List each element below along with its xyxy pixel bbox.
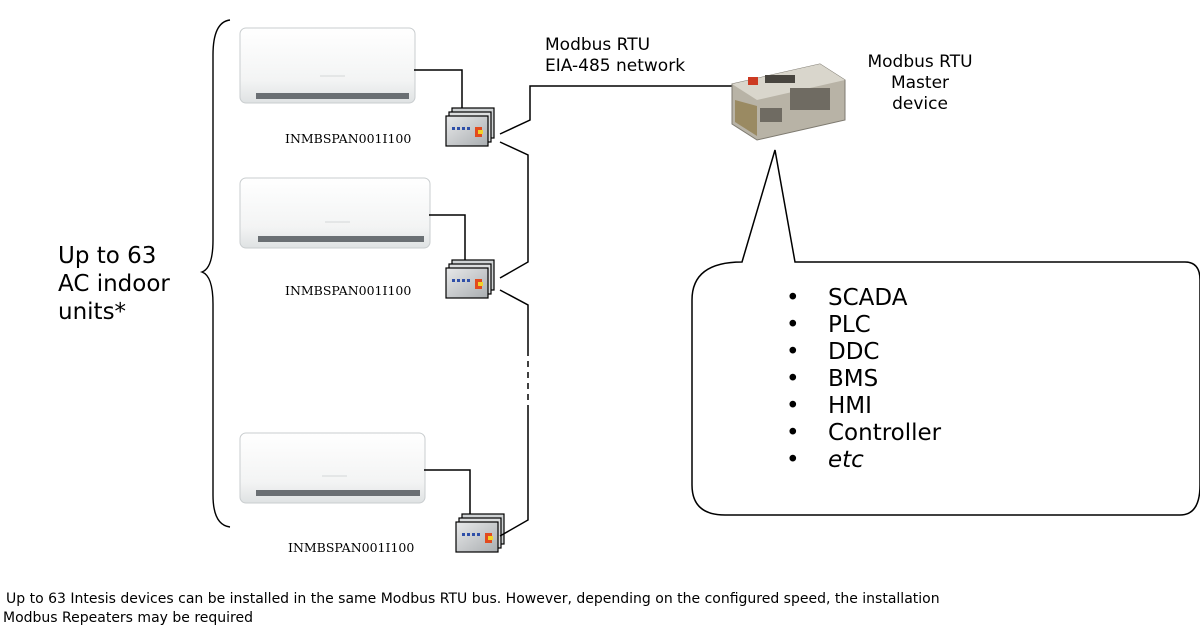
footnote-line: Up to 63 Intesis devices can be installe… <box>6 591 940 607</box>
master-options-callout <box>691 149 1200 516</box>
ac-gateway-link <box>414 69 463 110</box>
network-label: Modbus RTU EIA-485 network <box>545 35 686 76</box>
ac-indoor-unit <box>239 177 431 249</box>
ac-gateway-link <box>429 214 466 262</box>
option-item: SCADA <box>786 285 941 312</box>
gateway-model-label: INMBSPAN001I100 <box>285 131 412 146</box>
group-label: Up to 63 AC indoor units* <box>58 243 170 325</box>
gateway-model-label: INMBSPAN001I100 <box>285 283 412 298</box>
group-brace <box>199 19 231 528</box>
ac-indoor-unit <box>239 27 416 104</box>
ac-gateway-link <box>424 469 471 515</box>
master-device-label: Modbus RTU Master device <box>867 52 973 114</box>
option-item: Controller <box>786 420 941 447</box>
gateway-device-icon <box>445 107 495 147</box>
option-item: DDC <box>786 339 941 366</box>
option-item: HMI <box>786 393 941 420</box>
modbus-rtu-bus <box>499 85 735 537</box>
modbus-master-device-icon <box>731 63 846 141</box>
footnote-line: Modbus Repeaters may be required <box>3 610 253 626</box>
ac-indoor-unit <box>239 432 426 504</box>
gateway-model-label: INMBSPAN001I100 <box>288 540 415 555</box>
option-item: PLC <box>786 312 941 339</box>
option-item: etc <box>786 447 941 474</box>
gateway-device-icon <box>455 513 505 553</box>
option-item: BMS <box>786 366 941 393</box>
master-options-list: SCADA PLC DDC BMS HMI Controller etc <box>786 285 941 474</box>
gateway-device-icon <box>445 259 495 299</box>
